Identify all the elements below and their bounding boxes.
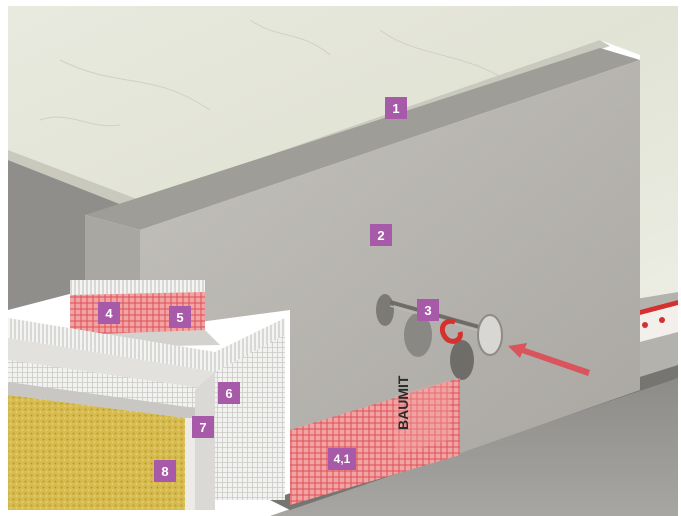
callout-2: 2 <box>370 224 392 246</box>
callout-4: 4 <box>98 302 120 324</box>
callout-7: 7 <box>192 416 214 438</box>
mesh-logo-text: BAUMIT <box>395 375 411 430</box>
callout-3: 3 <box>417 299 439 321</box>
callout-8: 8 <box>154 460 176 482</box>
callout-4-1: 4,1 <box>328 448 356 470</box>
callout-6: 6 <box>218 382 240 404</box>
callout-5: 5 <box>169 306 191 328</box>
callout-1: 1 <box>385 97 407 119</box>
